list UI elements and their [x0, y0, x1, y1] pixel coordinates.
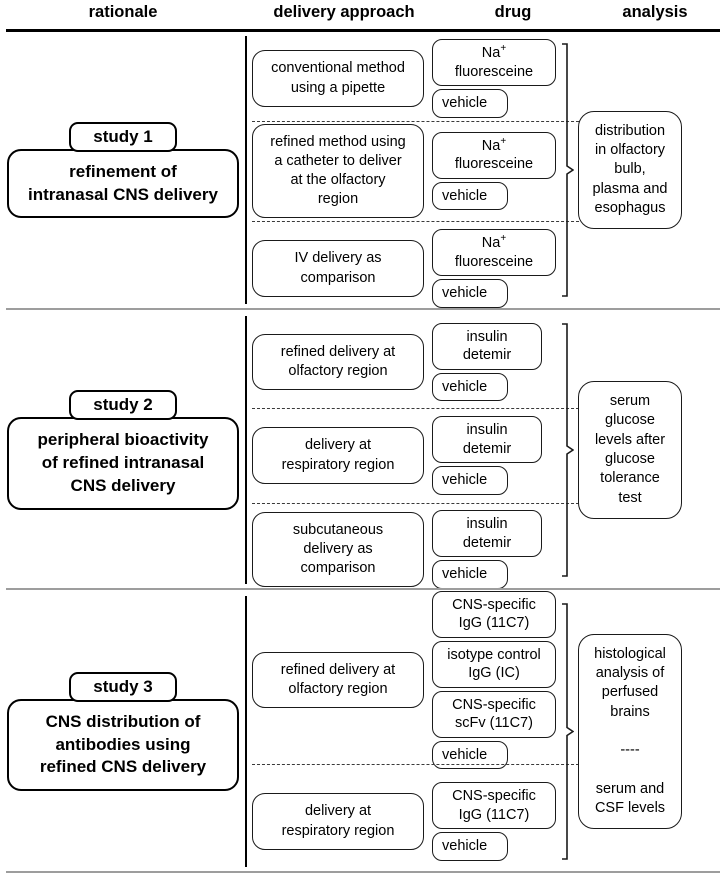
- column-header-rationale: rationale: [88, 3, 158, 21]
- column-header-row: rationale delivery approach drug analysi…: [0, 0, 726, 32]
- study-section-separator: [6, 588, 720, 590]
- drug-box[interactable]: vehicle: [432, 181, 508, 211]
- study-tag[interactable]: study 3: [69, 671, 177, 702]
- arm-separator: [252, 764, 584, 765]
- grouping-bracket-icon: [560, 602, 574, 861]
- header-rule: [6, 29, 720, 32]
- column-header-analysis: analysis: [622, 3, 688, 21]
- arm-separator: [252, 221, 584, 222]
- column-divider: [245, 596, 247, 867]
- drug-box[interactable]: Na+fluoresceine: [432, 39, 556, 87]
- drug-box[interactable]: vehicle: [432, 560, 508, 589]
- superscript-charge: +: [500, 43, 507, 55]
- drug-box[interactable]: vehicle: [432, 279, 508, 308]
- column-header-drug: drug: [494, 3, 532, 21]
- drug-box[interactable]: vehicle: [432, 832, 508, 861]
- drug-box[interactable]: vehicle: [432, 466, 508, 495]
- grouping-bracket-icon: [560, 322, 574, 578]
- study-section-separator: [6, 871, 720, 873]
- drug-box[interactable]: Na+fluoresceine: [432, 229, 556, 277]
- arm-separator: [252, 408, 584, 409]
- drug-box[interactable]: Na+fluoresceine: [432, 131, 556, 179]
- column-divider: [245, 36, 247, 304]
- superscript-charge: +: [500, 233, 507, 245]
- column-header-delivery-approach: delivery approach: [273, 3, 415, 21]
- drug-box[interactable]: vehicle: [432, 372, 508, 402]
- column-divider: [245, 316, 247, 584]
- grouping-bracket-icon: [560, 42, 574, 298]
- study-tag[interactable]: study 2: [69, 390, 177, 421]
- arm-separator: [252, 121, 584, 122]
- arm-separator: [252, 503, 584, 504]
- superscript-charge: +: [500, 135, 507, 147]
- study-tag[interactable]: study 1: [69, 121, 177, 152]
- drug-box[interactable]: vehicle: [432, 89, 508, 118]
- study-section-separator: [6, 308, 720, 310]
